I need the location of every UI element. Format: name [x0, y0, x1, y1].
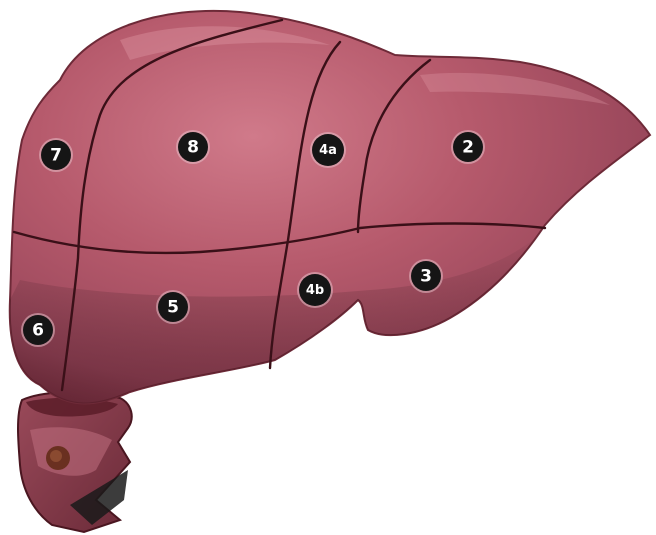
- segment-label-8: 8: [176, 130, 210, 164]
- segment-number: 4b: [306, 283, 324, 298]
- segment-number: 7: [50, 146, 62, 166]
- segment-label-4a: 4a: [310, 132, 346, 168]
- segment-number: 2: [462, 138, 474, 158]
- segment-number: 5: [167, 298, 179, 318]
- segment-label-5: 5: [156, 290, 190, 324]
- segment-number: 6: [32, 321, 44, 341]
- segment-label-2: 2: [451, 130, 485, 164]
- liver-body: [10, 11, 650, 404]
- segment-label-7: 7: [39, 138, 73, 172]
- vessel-stump: [18, 392, 132, 532]
- segment-number: 8: [187, 138, 199, 158]
- segment-label-3: 3: [409, 259, 443, 293]
- segment-label-4b: 4b: [297, 272, 333, 308]
- segment-label-6: 6: [21, 313, 55, 347]
- segment-number: 3: [420, 267, 432, 287]
- segment-number: 4a: [319, 143, 337, 158]
